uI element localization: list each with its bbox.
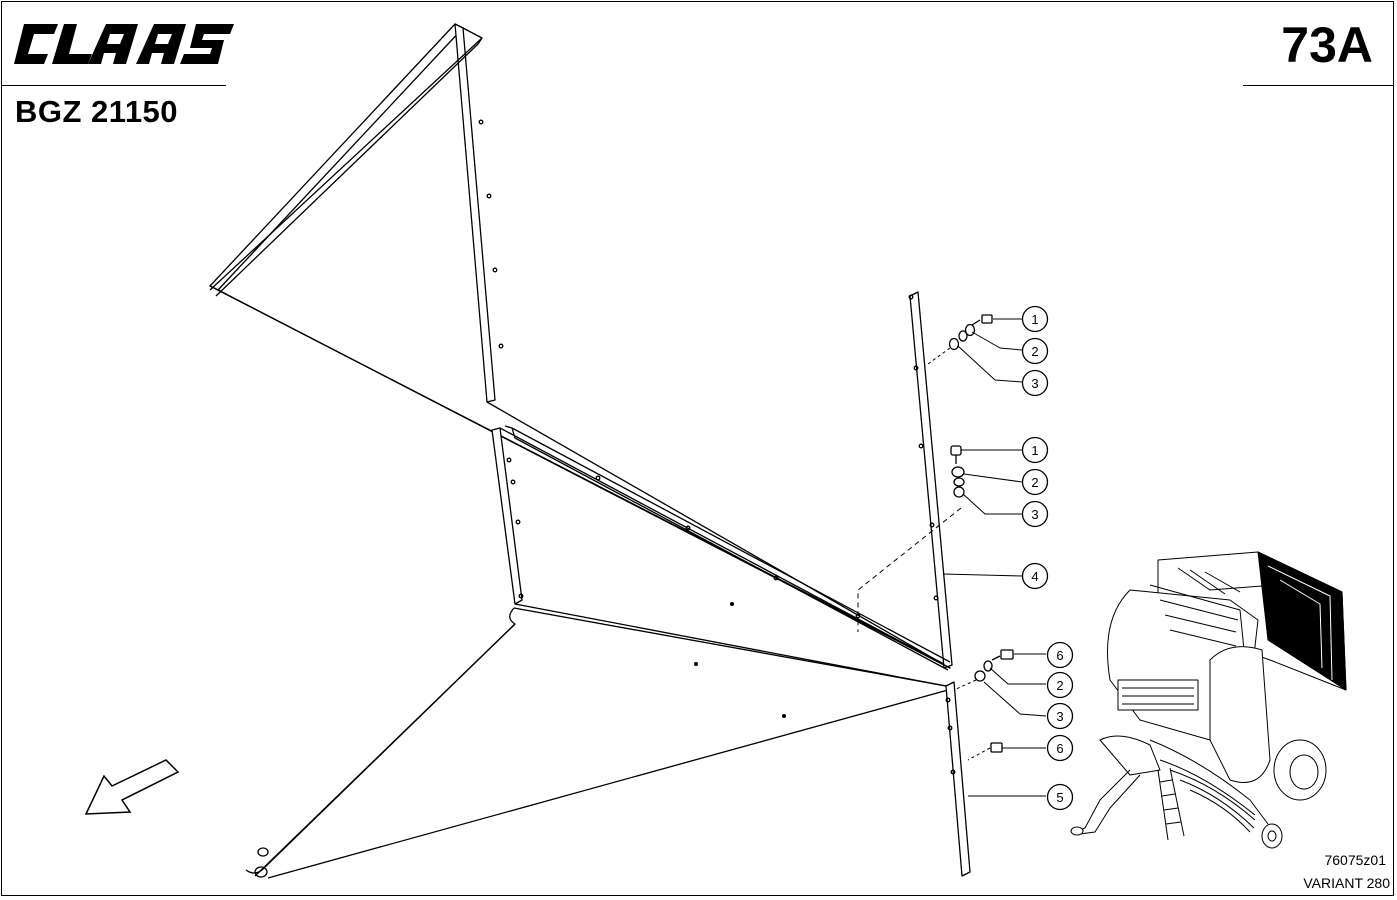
assembly-code: BGZ 21150 [15, 94, 179, 129]
arrow-down-left-icon [84, 759, 180, 815]
lower-side-panel [491, 425, 951, 719]
callout-low-6a: 6 [1056, 648, 1063, 663]
callout-part-5: 5 [1056, 790, 1063, 805]
callout-mid-2: 2 [1031, 475, 1038, 490]
callout-top-3: 3 [1031, 376, 1038, 391]
page-number: 73A [1281, 17, 1373, 73]
fastener-group-top [927, 314, 1023, 383]
fastener-group-mid [942, 445, 1023, 577]
callout-top-1: 1 [1031, 312, 1038, 327]
header-rule-left [2, 85, 226, 86]
bottom-rail [245, 607, 971, 879]
claas-logo [14, 24, 234, 64]
callout-top-2: 2 [1031, 344, 1038, 359]
fastener-group-low [953, 649, 1047, 797]
upper-side-panel [209, 23, 953, 669]
drawing-number: 76075z01 [1324, 852, 1386, 868]
callout-low-2: 2 [1056, 678, 1063, 693]
callout-low-6b: 6 [1056, 741, 1063, 756]
header-rule-right [1243, 85, 1394, 86]
variant-label: VARIANT 280 [1303, 875, 1390, 891]
callout-circles [1021, 305, 1074, 811]
callout-part-4: 4 [1031, 569, 1038, 584]
callout-mid-1: 1 [1031, 443, 1038, 458]
baler-overview-sketch [1070, 551, 1347, 849]
callout-mid-3: 3 [1031, 507, 1038, 522]
callout-low-3: 3 [1056, 709, 1063, 724]
